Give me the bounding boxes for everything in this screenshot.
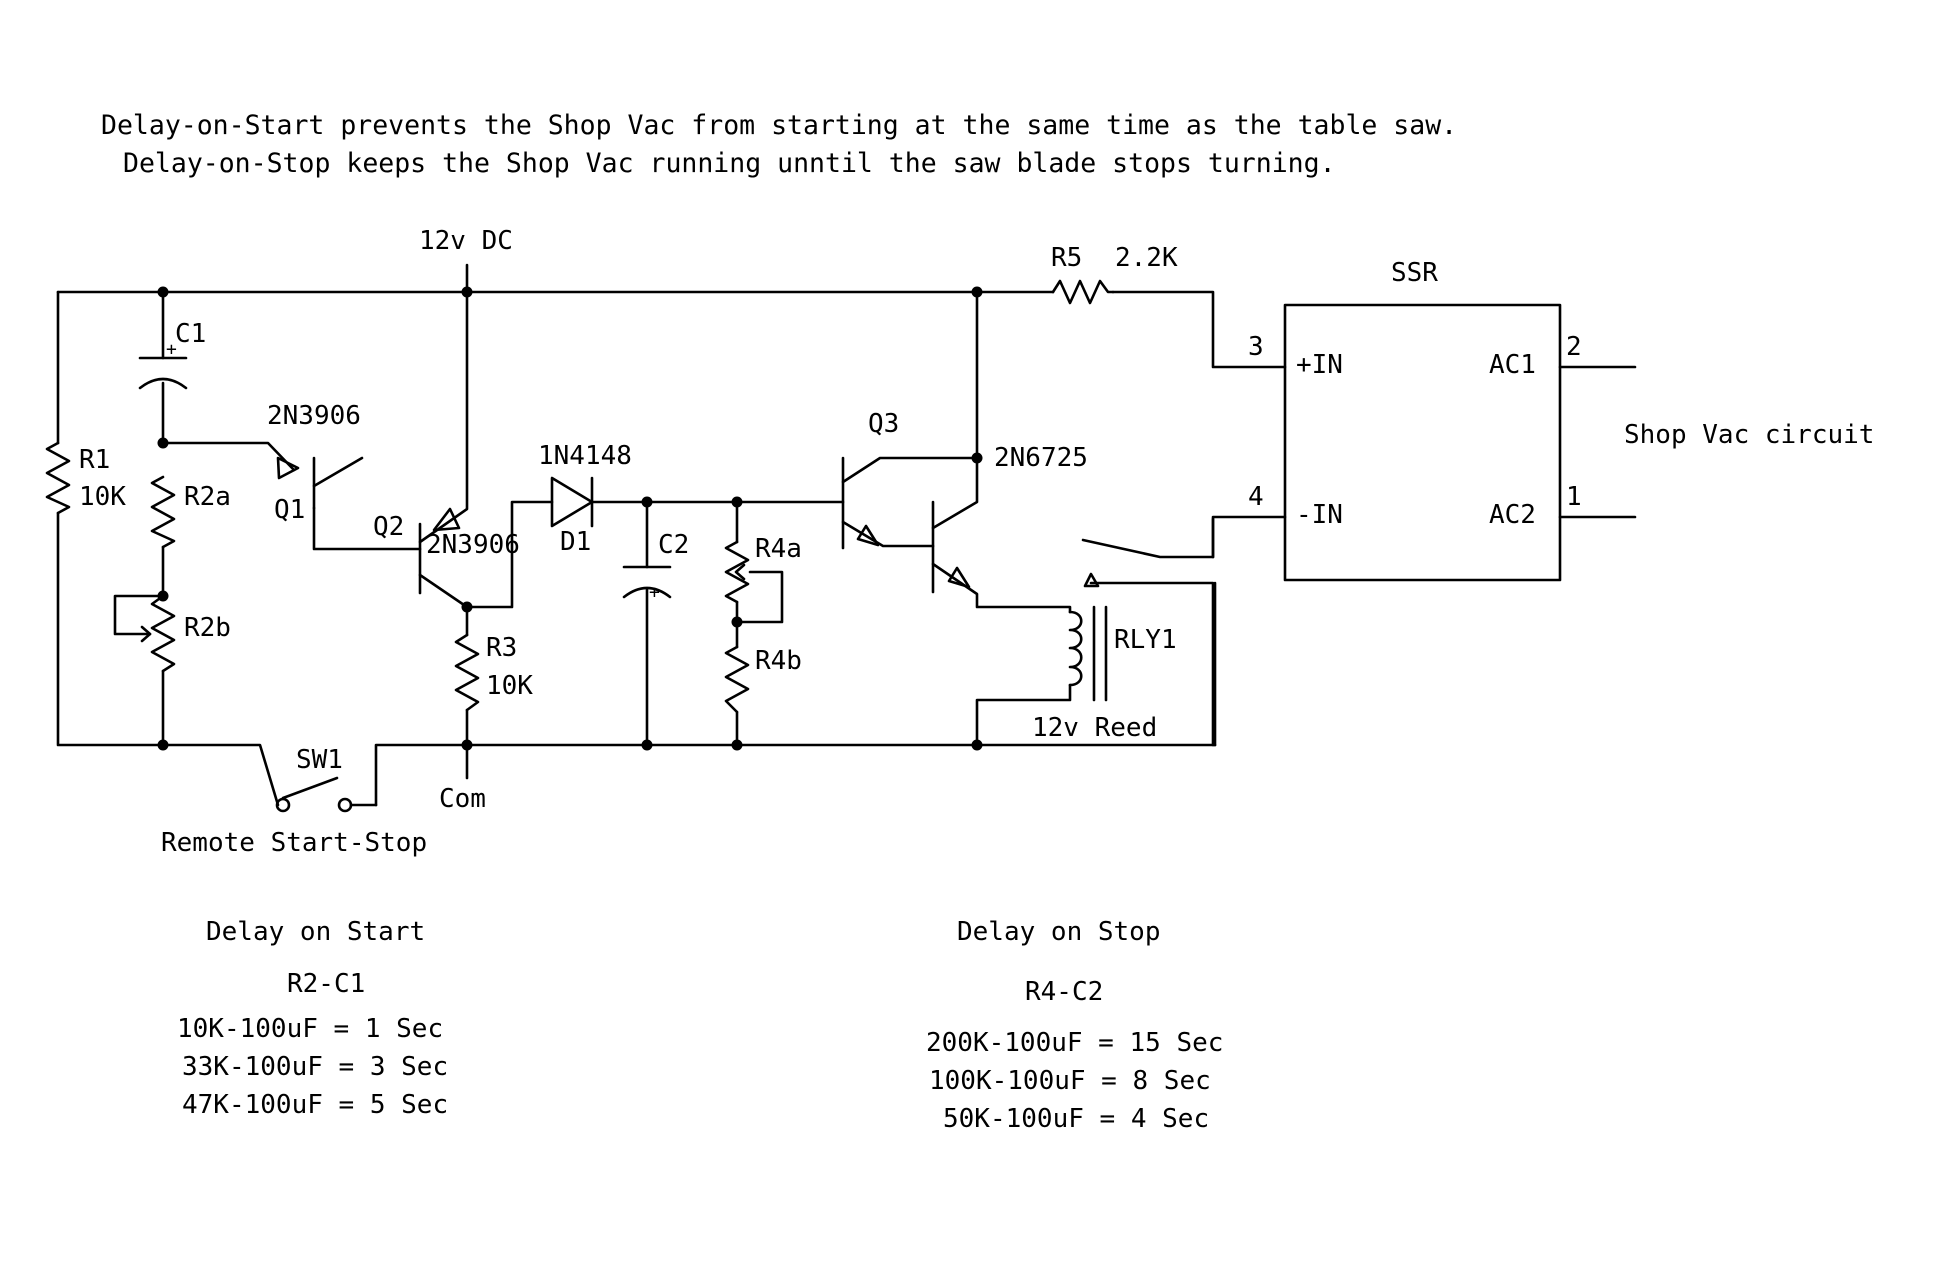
c2-label: C2 — [658, 530, 689, 560]
q1-label: Q1 — [274, 495, 305, 525]
c1-label: C1 — [175, 319, 206, 349]
ssr-ac1: AC1 — [1489, 350, 1536, 380]
relay-label: RLY1 — [1114, 625, 1177, 655]
r4b-resistor — [724, 645, 750, 714]
load-label: Shop Vac circuit — [1624, 420, 1874, 450]
q3-part: 2N6725 — [994, 443, 1088, 473]
c1-capacitor — [138, 356, 188, 390]
r5-value: 2.2K — [1115, 243, 1178, 273]
r1-resistor — [45, 441, 71, 515]
q2-to-diode — [465, 500, 554, 609]
description-line-1: Delay-on-Start prevents the Shop Vac fro… — [101, 110, 1457, 141]
r4b-label: R4b — [755, 646, 802, 676]
relay-reed-arm — [1081, 517, 1215, 559]
relay-coil — [1068, 610, 1083, 687]
relay-contact-marker — [1083, 572, 1100, 588]
junctions — [157, 286, 983, 751]
delay-start-row: 10K-100uF = 1 Sec — [177, 1014, 443, 1044]
q2-emitter-arrow — [432, 507, 461, 532]
delay-on-stop-table: Delay on Stop R4-C2 200K-100uF = 15 Sec … — [926, 917, 1223, 1134]
delay-stop-title: Delay on Stop — [957, 917, 1161, 947]
q1-emitter-wire — [161, 441, 296, 472]
ssr-minus-wire — [1211, 515, 1287, 559]
r5-wire-out — [1111, 290, 1287, 369]
delay-start-subtitle: R2-C1 — [287, 969, 365, 999]
delay-on-start-table: Delay on Start R2-C1 10K-100uF = 1 Sec 3… — [177, 917, 448, 1120]
ssr-pin-1: 1 — [1566, 482, 1582, 512]
ssr-ac2: AC2 — [1489, 500, 1536, 530]
q2-part: 2N3906 — [426, 530, 520, 560]
q3-emitter-arrow-2 — [947, 566, 971, 589]
c2-capacitor — [622, 565, 672, 599]
r5-resistor — [1051, 279, 1115, 305]
r1-label: R1 — [79, 445, 110, 475]
delay-stop-row: 200K-100uF = 15 Sec — [926, 1028, 1223, 1058]
q2-label: Q2 — [373, 512, 404, 542]
r2b-resistor — [150, 594, 176, 673]
ssr-pin-2: 2 — [1566, 332, 1582, 362]
c2-polarity: + — [649, 582, 660, 603]
r2b-wiper-arrow — [140, 625, 152, 643]
r2a-resistor — [150, 475, 176, 549]
relay-coil-bottom-wire — [975, 683, 1072, 747]
r4a-label: R4a — [755, 534, 802, 564]
relay-type: 12v Reed — [1032, 713, 1157, 743]
c1-polarity: + — [166, 339, 177, 360]
relay-reed-fixed — [1089, 581, 1217, 747]
delay-start-title: Delay on Start — [206, 917, 425, 947]
ground-rail — [374, 581, 1217, 807]
q1-part: 2N3906 — [267, 401, 361, 431]
q3-collector-2 — [931, 290, 979, 530]
q2-collector — [418, 573, 469, 609]
r3-resistor — [454, 633, 480, 712]
delay-stop-row: 100K-100uF = 8 Sec — [929, 1066, 1211, 1096]
q3-label: Q3 — [868, 409, 899, 439]
d1-label: D1 — [560, 527, 591, 557]
ssr-pin-3: 3 — [1248, 332, 1264, 362]
description-line-2: Delay-on-Stop keeps the Shop Vac running… — [123, 148, 1336, 179]
r2b-wiper — [113, 594, 165, 636]
r3-value: 10K — [486, 671, 533, 701]
r4a-resistor — [724, 540, 750, 604]
wiring — [56, 263, 1637, 807]
sw1-label: SW1 — [296, 745, 343, 775]
delay-start-row: 33K-100uF = 3 Sec — [182, 1052, 448, 1082]
q2-emitter — [418, 290, 469, 544]
ssr-in-minus: -IN — [1296, 500, 1343, 530]
r4a-wiper — [735, 570, 784, 624]
com-label: Com — [439, 784, 486, 814]
sw1-switch — [275, 776, 378, 813]
r3-label: R3 — [486, 633, 517, 663]
q3-emitter-arrow-1 — [856, 524, 880, 547]
r1-wire-bottom — [56, 511, 280, 807]
q1-base-to-q2 — [312, 506, 422, 551]
ssr-in-plus: +IN — [1296, 350, 1343, 380]
q1-emitter-arrow — [276, 456, 300, 480]
r4a-wiper-arrow — [734, 563, 746, 581]
ssr-block — [1283, 303, 1562, 582]
d1-diode — [550, 476, 594, 528]
r5-label: R5 — [1051, 243, 1082, 273]
r1-value: 10K — [79, 482, 126, 512]
delay-stop-row: 50K-100uF = 4 Sec — [943, 1104, 1209, 1134]
r2a-label: R2a — [184, 482, 231, 512]
delay-stop-subtitle: R4-C2 — [1025, 977, 1103, 1007]
sw1-caption: Remote Start-Stop — [161, 828, 427, 858]
q3-collector-1 — [841, 456, 979, 484]
q1-collector — [312, 456, 364, 488]
delay-start-row: 47K-100uF = 5 Sec — [182, 1090, 448, 1120]
r2b-label: R2b — [184, 613, 231, 643]
ssr-pin-4: 4 — [1248, 482, 1264, 512]
q3-emitter-1 — [841, 520, 935, 548]
ssr-label: SSR — [1391, 258, 1438, 288]
supply-label: 12v DC — [419, 226, 513, 256]
d1-part: 1N4148 — [538, 441, 632, 471]
